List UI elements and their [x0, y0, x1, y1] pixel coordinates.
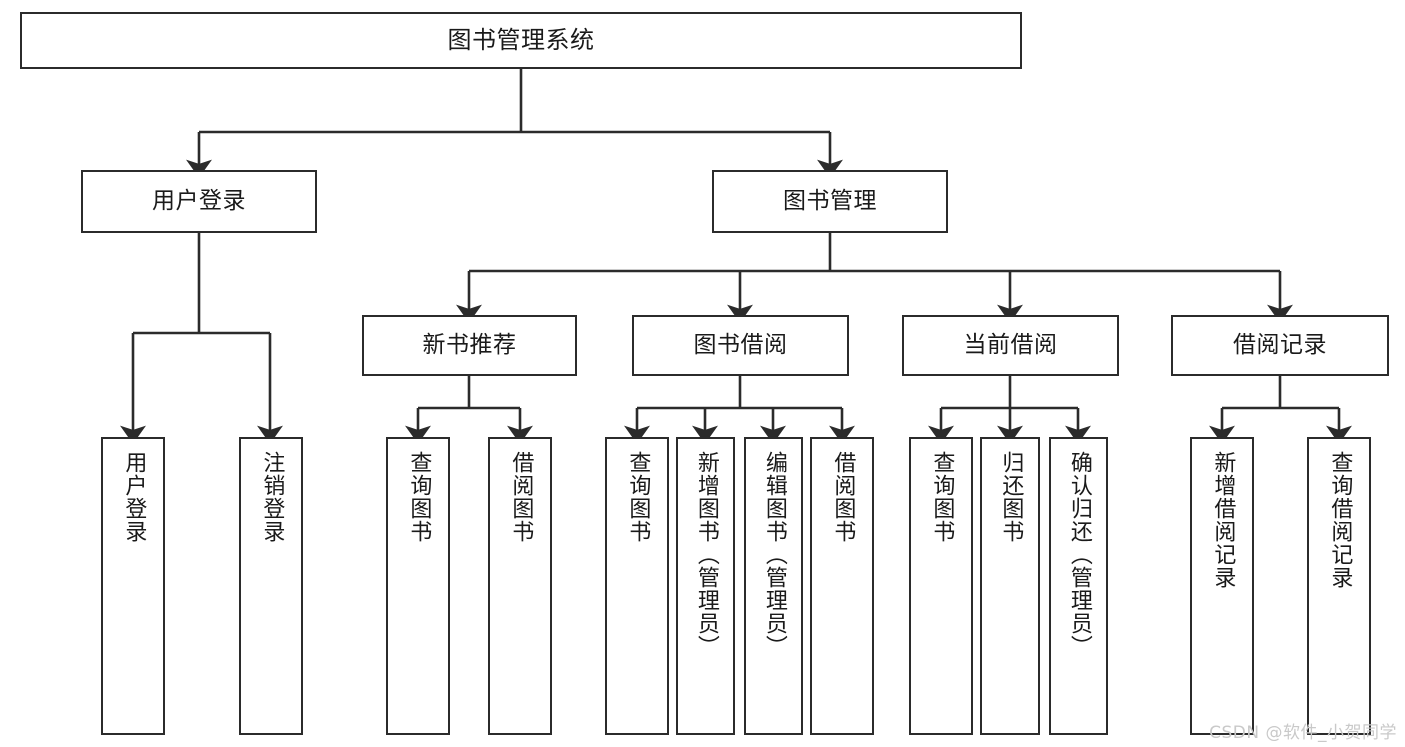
node-leaf-query-book-recommend[interactable]: 查询图书: [386, 437, 450, 735]
node-label: 新增图书（管理员）: [693, 451, 719, 658]
node-leaf-add-book-admin[interactable]: 新增图书（管理员）: [676, 437, 735, 735]
node-label: 图书管理: [783, 187, 877, 214]
node-leaf-confirm-return-admin[interactable]: 确认归还（管理员）: [1049, 437, 1108, 735]
node-label: 用户登录: [121, 451, 147, 543]
watermark-text: CSDN @软件_小贺同学: [1209, 723, 1397, 743]
node-label: 图书管理系统: [447, 26, 595, 55]
node-root-book-management-system[interactable]: 图书管理系统: [20, 12, 1022, 69]
node-leaf-query-book-borrow[interactable]: 查询图书: [605, 437, 669, 735]
node-label: 查询借阅记录: [1327, 451, 1353, 589]
node-label: 查询图书: [625, 451, 651, 543]
node-leaf-borrow-book-borrow[interactable]: 借阅图书: [810, 437, 874, 735]
node-label: 编辑图书（管理员）: [761, 451, 787, 658]
node-leaf-borrow-book-recommend[interactable]: 借阅图书: [488, 437, 552, 735]
node-leaf-query-borrow-record[interactable]: 查询借阅记录: [1307, 437, 1371, 735]
node-label: 借阅图书: [830, 451, 856, 543]
node-user-login[interactable]: 用户登录: [81, 170, 317, 233]
node-label: 确认归还（管理员）: [1066, 451, 1092, 658]
node-leaf-user-login[interactable]: 用户登录: [101, 437, 165, 735]
node-new-book-recommend[interactable]: 新书推荐: [362, 315, 577, 376]
node-leaf-logout-login[interactable]: 注销登录: [239, 437, 303, 735]
node-label: 新书推荐: [422, 331, 517, 358]
node-label: 归还图书: [998, 451, 1024, 543]
node-book-management[interactable]: 图书管理: [712, 170, 948, 233]
node-book-borrow[interactable]: 图书借阅: [632, 315, 849, 376]
node-borrow-record[interactable]: 借阅记录: [1171, 315, 1389, 376]
node-label: 借阅记录: [1233, 331, 1327, 358]
node-label: 新增借阅记录: [1210, 451, 1236, 589]
node-leaf-return-book[interactable]: 归还图书: [980, 437, 1040, 735]
node-label: 查询图书: [929, 451, 955, 543]
node-label: 借阅图书: [508, 451, 534, 543]
node-label: 图书借阅: [693, 331, 788, 358]
node-label: 注销登录: [259, 451, 285, 543]
node-leaf-query-book-current[interactable]: 查询图书: [909, 437, 973, 735]
node-current-borrow[interactable]: 当前借阅: [902, 315, 1119, 376]
node-label: 查询图书: [406, 451, 432, 543]
node-leaf-add-borrow-record[interactable]: 新增借阅记录: [1190, 437, 1254, 735]
node-label: 当前借阅: [963, 331, 1058, 358]
node-leaf-edit-book-admin[interactable]: 编辑图书（管理员）: [744, 437, 803, 735]
node-label: 用户登录: [152, 187, 246, 214]
